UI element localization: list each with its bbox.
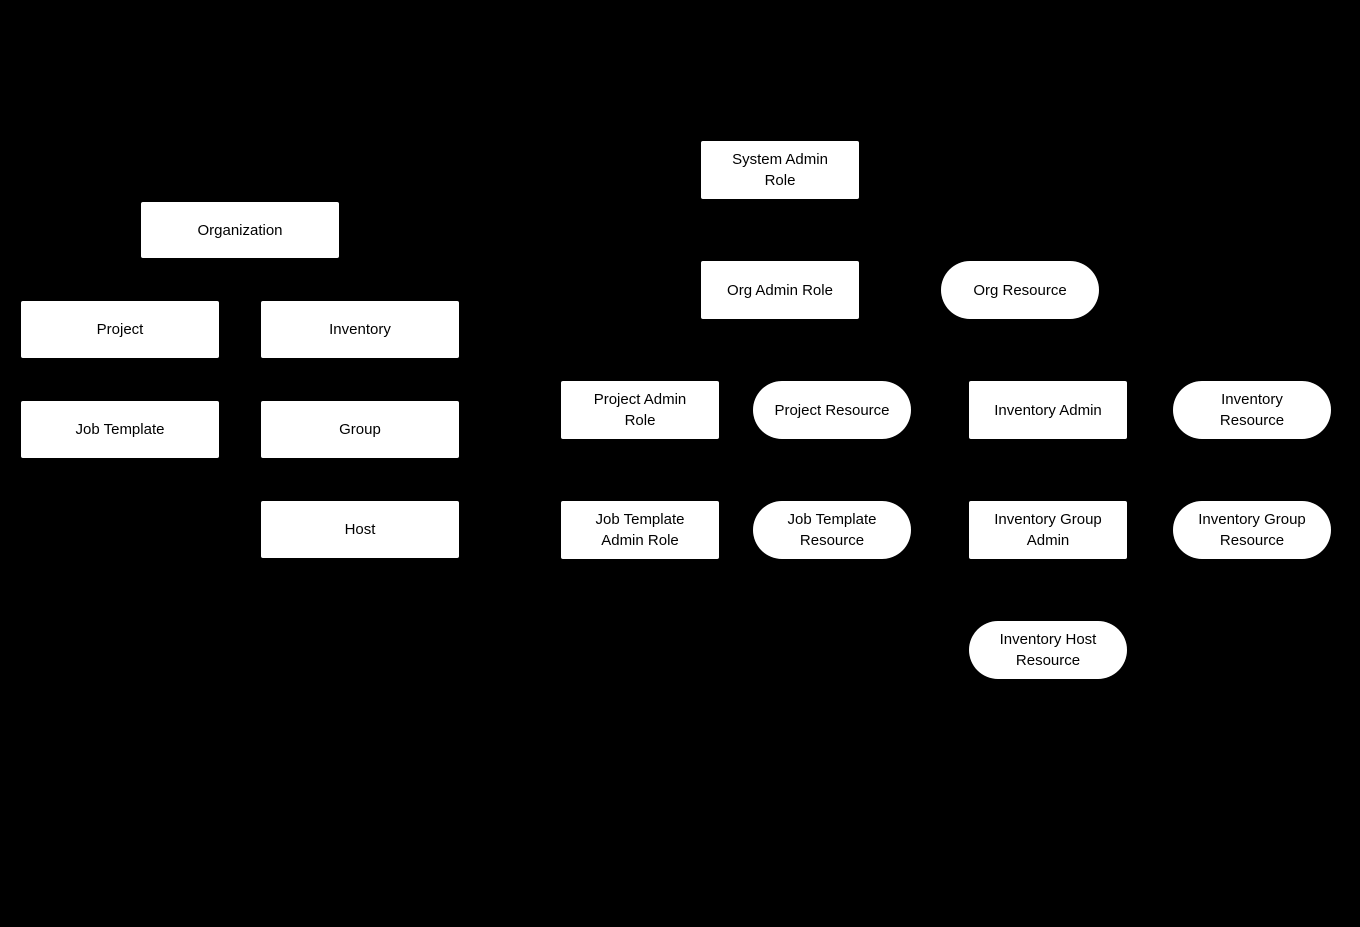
node-inventory-host-resource: Inventory Host Resource: [969, 621, 1127, 679]
node-inventory-group-admin: Inventory Group Admin: [969, 501, 1127, 559]
node-project-label: Project: [96, 321, 144, 338]
node-org-resource-label: Org Resource: [973, 281, 1067, 299]
node-inventory-admin-label: Inventory Admin: [994, 401, 1102, 419]
node-inventory-resource-label: Inventory Resource: [1219, 391, 1285, 429]
node-inventory: Inventory: [261, 301, 459, 358]
node-project-resource: Project Resource: [753, 381, 911, 439]
node-host: Host: [261, 501, 459, 558]
node-project-resource-label: Project Resource: [774, 401, 890, 419]
node-job-template-admin-role: Job Template Admin Role: [561, 501, 719, 559]
node-group: Group: [261, 401, 459, 458]
node-project-admin-role: Project Admin Role: [561, 381, 719, 439]
node-job-template: Job Template: [21, 401, 219, 458]
node-inventory-group-resource: Inventory Group Resource: [1173, 501, 1331, 559]
node-project: Project: [21, 301, 219, 358]
node-system-admin-role-label: System Admin Role: [732, 151, 828, 189]
node-inventory-host-resource-label: Inventory Host Resource: [999, 631, 1097, 669]
node-inventory-group-admin-label: Inventory Group Admin: [994, 511, 1102, 549]
node-host-label: Host: [344, 521, 376, 538]
node-inventory-label: Inventory: [329, 321, 391, 338]
node-org-resource: Org Resource: [941, 261, 1099, 319]
node-org-admin-role-label: Org Admin Role: [727, 281, 833, 299]
node-organization: Organization: [141, 202, 339, 258]
node-project-admin-role-label: Project Admin Role: [593, 391, 687, 429]
node-job-template-label: Job Template: [75, 421, 165, 438]
node-inventory-resource: Inventory Resource: [1173, 381, 1331, 439]
node-group-label: Group: [339, 421, 381, 438]
node-job-template-resource-label: Job Template Resource: [787, 511, 877, 549]
node-job-template-admin-role-label: Job Template Admin Role: [595, 511, 685, 549]
node-org-admin-role: Org Admin Role: [701, 261, 859, 319]
node-system-admin-role: System Admin Role: [701, 141, 859, 199]
node-organization-label: Organization: [197, 221, 283, 239]
node-inventory-admin: Inventory Admin: [969, 381, 1127, 439]
node-inventory-group-resource-label: Inventory Group Resource: [1198, 511, 1306, 549]
node-job-template-resource: Job Template Resource: [753, 501, 911, 559]
